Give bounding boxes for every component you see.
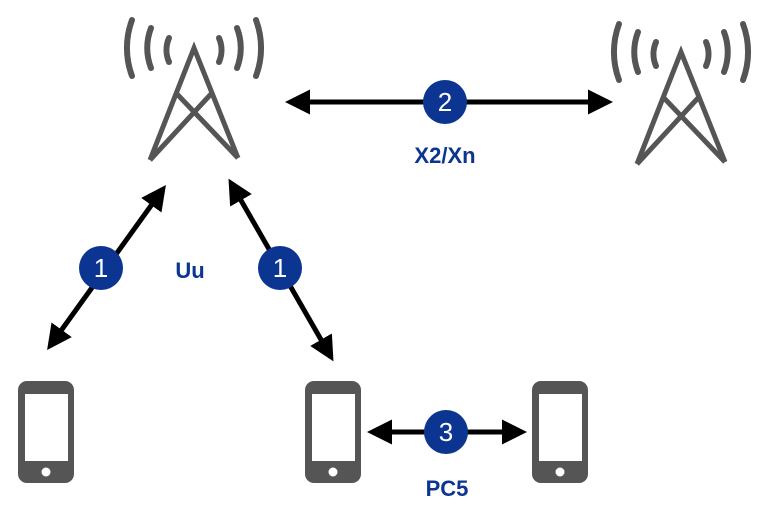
uu-right-badge [258,246,302,290]
cell-tower-icon [614,24,748,164]
uu-left-number: 1 [94,253,108,283]
x2-number: 2 [438,87,452,117]
x2-label: X2/Xn [414,143,475,168]
cell-tower-icon [127,20,261,160]
uu-right-number: 1 [273,253,287,283]
smartphone-icon [532,381,588,483]
smartphone-icon [18,381,74,483]
pc5-badge [424,410,468,454]
uu-left-badge [79,246,123,290]
x2-badge [423,80,467,124]
smartphone-icon [305,381,361,483]
pc5-number: 3 [439,417,453,447]
uu-label: Uu [175,258,204,283]
pc5-label: PC5 [426,476,469,501]
